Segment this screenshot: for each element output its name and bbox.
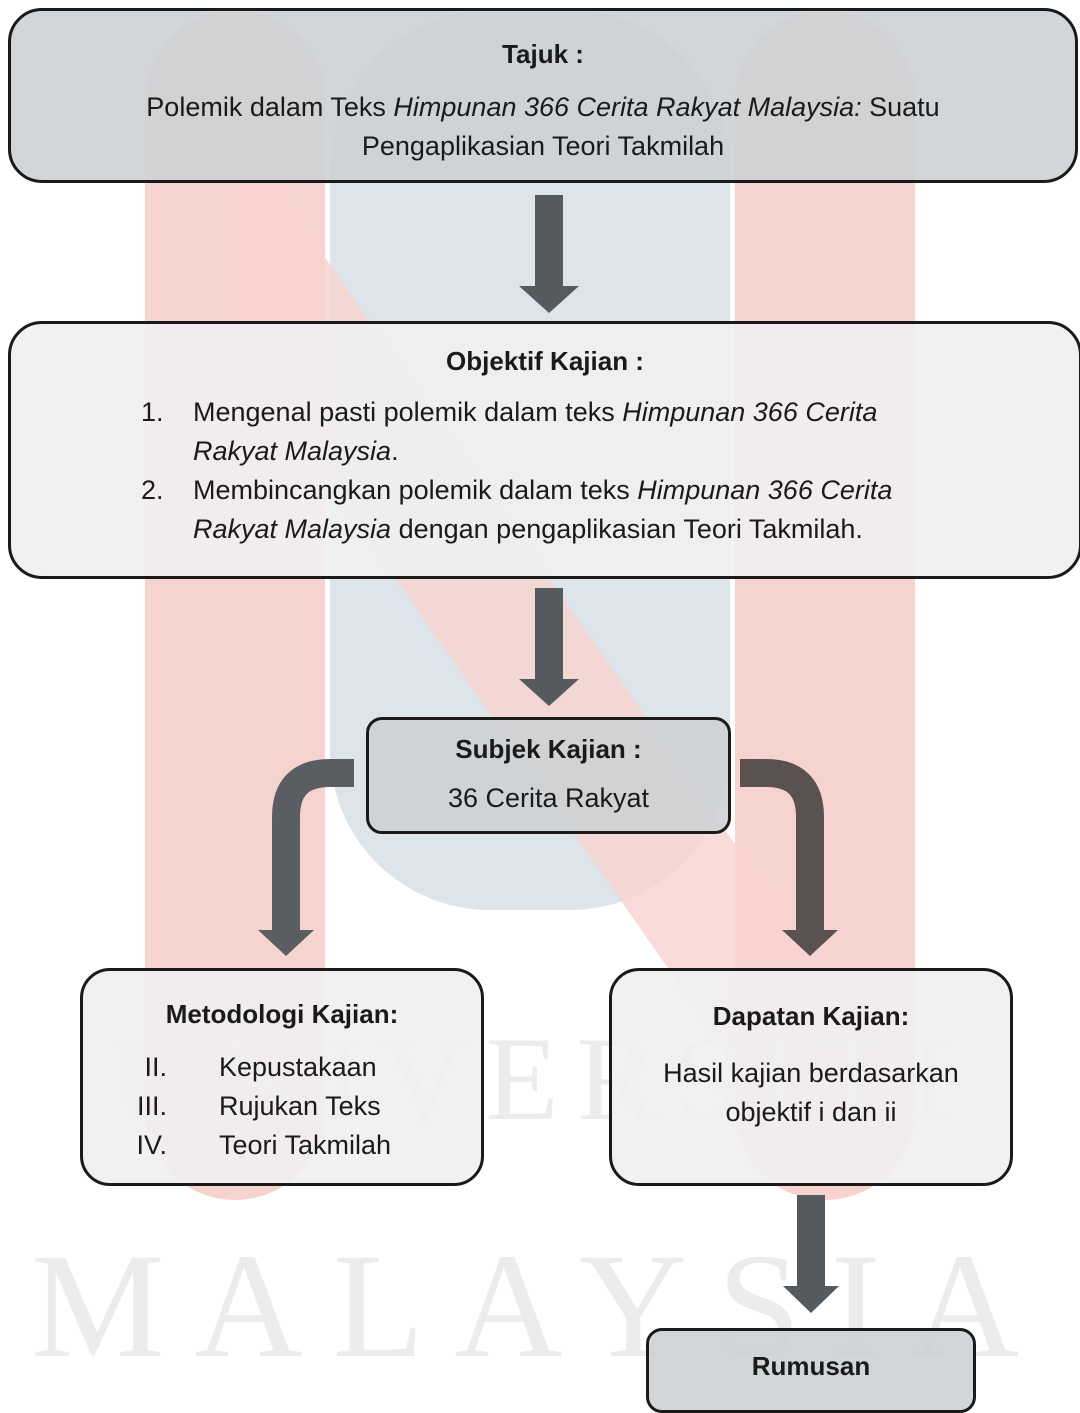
- metodologi-item-number: II.: [144, 1052, 167, 1082]
- rumusan-box: Rumusan: [646, 1328, 976, 1413]
- metodologi-heading: Metodologi Kajian:: [165, 999, 399, 1029]
- tajuk-text: Polemik dalam Teks Himpunan 366 Cerita R…: [71, 88, 1015, 166]
- arrow-subjek-to-dapatan: [740, 759, 824, 932]
- tajuk-heading: Tajuk :: [502, 39, 584, 69]
- tajuk-text-part-2: Suatu Pengaplikasian Teori Takmilah: [361, 92, 940, 161]
- objektif-box: Objektif Kajian : 1. Mengenal pasti polem…: [8, 321, 1080, 579]
- objektif-item-italic: Himpunan 366 Cerita Rakyat Malaysia: [193, 475, 893, 544]
- subjek-box: Subjek Kajian : 36 Cerita Rakyat: [366, 717, 731, 834]
- objektif-item: 1. Mengenal pasti polemik dalam teks Himp…: [11, 393, 1079, 471]
- arrow-subjek-to-metodologi: [272, 759, 354, 932]
- arrow-tajuk-to-objektif: [519, 195, 579, 313]
- arrow-head-dapatan: [782, 930, 838, 956]
- metodologi-item: III. Rujukan Teks: [83, 1087, 481, 1126]
- metodologi-item-label: Rujukan Teks: [219, 1091, 381, 1121]
- metodologi-item-label: Kepustakaan: [219, 1052, 377, 1082]
- objektif-item-number: 2.: [141, 475, 164, 505]
- tajuk-text-part-1: Polemik dalam Teks: [146, 92, 394, 122]
- arrow-head-metodologi: [258, 930, 314, 956]
- arrow-dapatan-to-rumusan: [783, 1195, 839, 1313]
- objektif-item: 2. Membincangkan polemik dalam teks Himpu…: [11, 471, 1079, 549]
- metodologi-item: II. Kepustakaan: [83, 1048, 481, 1087]
- dapatan-heading: Dapatan Kajian:: [712, 1001, 910, 1031]
- tajuk-box: Tajuk : Polemik dalam Teks Himpunan 366 …: [8, 8, 1078, 183]
- subjek-heading: Subjek Kajian :: [455, 734, 642, 764]
- objektif-list: 1. Mengenal pasti polemik dalam teks Himp…: [11, 393, 1079, 549]
- objektif-item-text-end: .: [391, 436, 399, 466]
- metodologi-item-label: Teori Takmilah: [219, 1130, 392, 1160]
- metodologi-list: II. Kepustakaan III. Rujukan Teks IV. Te…: [83, 1048, 481, 1165]
- metodologi-item: IV. Teori Takmilah: [83, 1126, 481, 1165]
- metodologi-item-number: IV.: [136, 1130, 167, 1160]
- arrow-objektif-to-subjek: [519, 588, 579, 706]
- objektif-item-text: Membincangkan polemik dalam teks: [193, 475, 638, 505]
- tajuk-text-italic: Himpunan 366 Cerita Rakyat Malaysia:: [393, 92, 862, 122]
- subjek-text: 36 Cerita Rakyat: [447, 783, 650, 813]
- objektif-heading: Objektif Kajian :: [446, 346, 644, 376]
- rumusan-heading: Rumusan: [751, 1351, 871, 1381]
- dapatan-box: Dapatan Kajian: Hasil kajian berdasarkan…: [609, 968, 1013, 1186]
- metodologi-box: Metodologi Kajian: II. Kepustakaan III. …: [80, 968, 484, 1186]
- objektif-item-text: Mengenal pasti polemik dalam teks: [193, 397, 623, 427]
- watermark-red-bar-right: [735, 10, 915, 1200]
- metodologi-item-number: III.: [136, 1091, 167, 1121]
- dapatan-text: Hasil kajian berdasarkan objektif i dan …: [663, 1058, 959, 1127]
- objektif-item-text-end: dengan pengaplikasian Teori Takmilah.: [391, 514, 863, 544]
- objektif-item-italic: Himpunan 366 Cerita Rakyat Malaysia: [193, 397, 878, 466]
- objektif-item-number: 1.: [141, 397, 164, 427]
